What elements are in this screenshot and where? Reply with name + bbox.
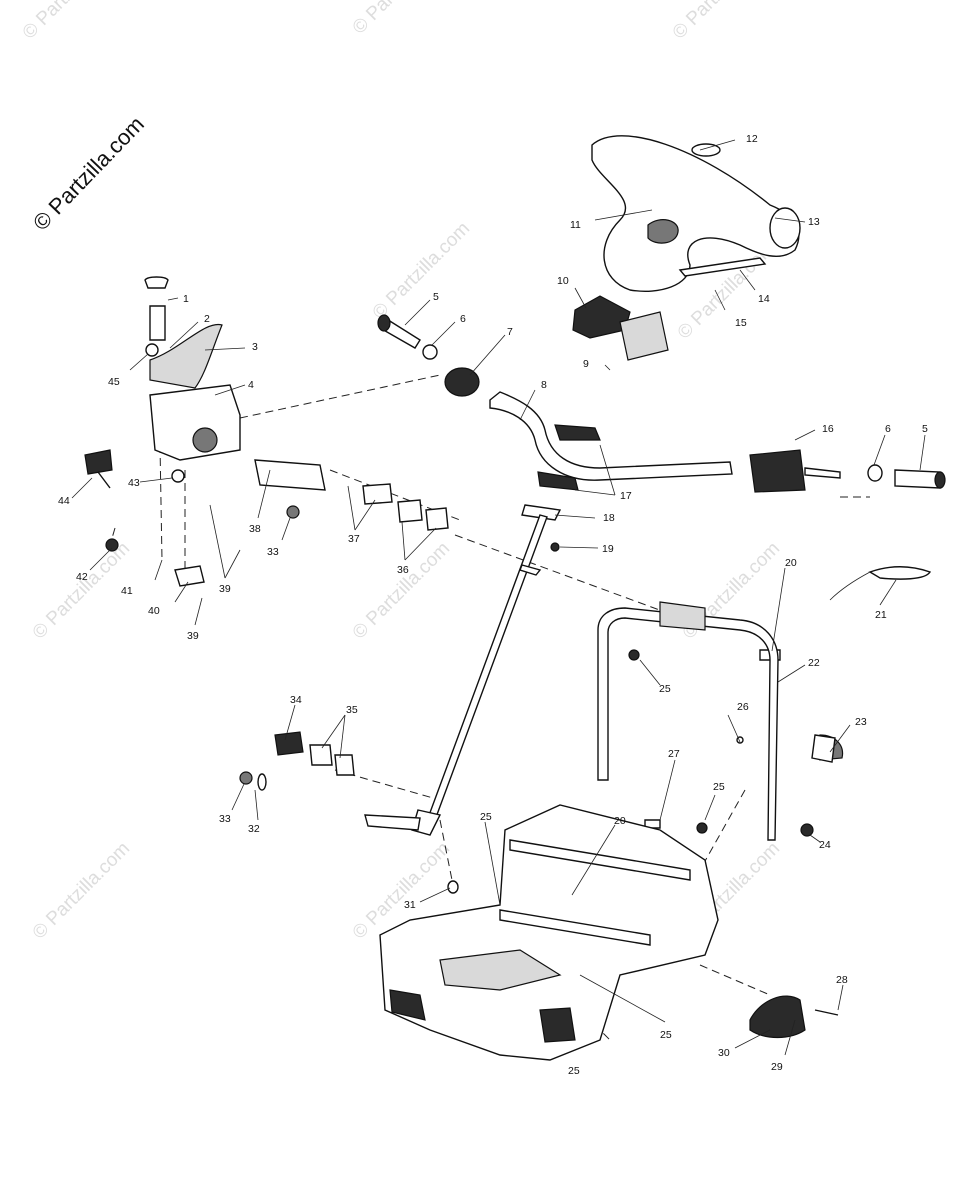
part-label: 25 bbox=[568, 1065, 580, 1077]
part-label: 39 bbox=[219, 583, 231, 595]
part-label: 26 bbox=[737, 701, 749, 713]
rear-cover bbox=[749, 995, 806, 1039]
part-label: 31 bbox=[404, 899, 416, 911]
steering-hoop bbox=[597, 601, 844, 841]
part-label: 5 bbox=[922, 423, 928, 435]
part-label: 33 bbox=[267, 546, 279, 558]
leader-lines bbox=[71, 139, 926, 1056]
part-label: 20 bbox=[785, 557, 797, 569]
hardware bbox=[84, 449, 839, 1016]
part-label: 35 bbox=[346, 704, 358, 716]
part-label: 38 bbox=[249, 523, 261, 535]
part-label: 6 bbox=[885, 423, 891, 435]
grip-left bbox=[377, 314, 480, 397]
steering-post bbox=[364, 504, 562, 836]
part-label: 25 bbox=[713, 781, 725, 793]
wire-harness bbox=[829, 566, 932, 601]
part-label: 11 bbox=[570, 219, 581, 231]
part-label: 23 bbox=[855, 716, 867, 728]
part-label: 32 bbox=[248, 823, 260, 835]
part-label: 28 bbox=[836, 974, 848, 986]
part-label: 10 bbox=[557, 275, 569, 287]
part-label: 13 bbox=[808, 216, 820, 228]
part-label: 22 bbox=[808, 657, 820, 669]
part-label: 15 bbox=[735, 317, 747, 329]
throttle-block bbox=[749, 449, 946, 493]
part-label: 34 bbox=[290, 694, 302, 706]
part-label: 33 bbox=[219, 813, 231, 825]
part-label: 9 bbox=[583, 358, 589, 370]
part-label: 27 bbox=[668, 748, 680, 760]
part-label: 45 bbox=[108, 376, 120, 388]
part-label: 25 bbox=[660, 1029, 672, 1041]
part-label: 25 bbox=[659, 683, 671, 695]
part-label: 14 bbox=[758, 293, 770, 305]
switch-housing bbox=[572, 295, 669, 361]
part-label: 40 bbox=[148, 605, 160, 617]
part-label: 1 bbox=[183, 293, 189, 305]
watermark-7: © Partzilla.com bbox=[349, 538, 454, 643]
part-label: 44 bbox=[58, 495, 70, 507]
part-label: 18 bbox=[603, 512, 615, 524]
part-labels: 1 2 3 4 5 6 7 8 9 10 11 12 13 14 15 16 6… bbox=[58, 133, 928, 1077]
part-label: 39 bbox=[187, 630, 199, 642]
part-label: 43 bbox=[128, 477, 140, 489]
part-label: 16 bbox=[822, 423, 834, 435]
part-label: 24 bbox=[819, 839, 831, 851]
part-label: 2 bbox=[204, 313, 210, 325]
part-label: 41 bbox=[121, 585, 133, 597]
part-label: 6 bbox=[460, 313, 466, 325]
part-label: 5 bbox=[433, 291, 439, 303]
watermark-2: © Partzilla.com bbox=[349, 0, 454, 39]
watermark-3: © Partzilla.com bbox=[669, 0, 774, 44]
part-label: 20 bbox=[614, 815, 626, 827]
part-label: 8 bbox=[541, 379, 547, 391]
watermark-4: © Partzilla.com bbox=[369, 218, 474, 323]
part-label: 36 bbox=[397, 564, 409, 576]
part-label: 19 bbox=[602, 543, 614, 555]
handlebar bbox=[489, 391, 733, 491]
part-label: 21 bbox=[875, 609, 887, 621]
part-label: 37 bbox=[348, 533, 360, 545]
watermark-6: © Partzilla.com bbox=[29, 538, 134, 643]
watermark-9: © Partzilla.com bbox=[29, 838, 134, 943]
part-label: 25 bbox=[480, 811, 492, 823]
handlebar-pad bbox=[591, 135, 801, 292]
part-label: 7 bbox=[507, 326, 513, 338]
support-block bbox=[144, 276, 241, 461]
part-label: 3 bbox=[252, 341, 258, 353]
part-label: 29 bbox=[771, 1061, 783, 1073]
bulkhead-frame bbox=[379, 804, 719, 1061]
watermark-1: © Partzilla.com bbox=[19, 0, 124, 44]
part-label: 30 bbox=[718, 1047, 730, 1059]
part-label: 17 bbox=[620, 490, 632, 502]
part-label: 4 bbox=[248, 379, 254, 391]
part-label: 12 bbox=[746, 133, 758, 145]
part-label: 42 bbox=[76, 571, 88, 583]
